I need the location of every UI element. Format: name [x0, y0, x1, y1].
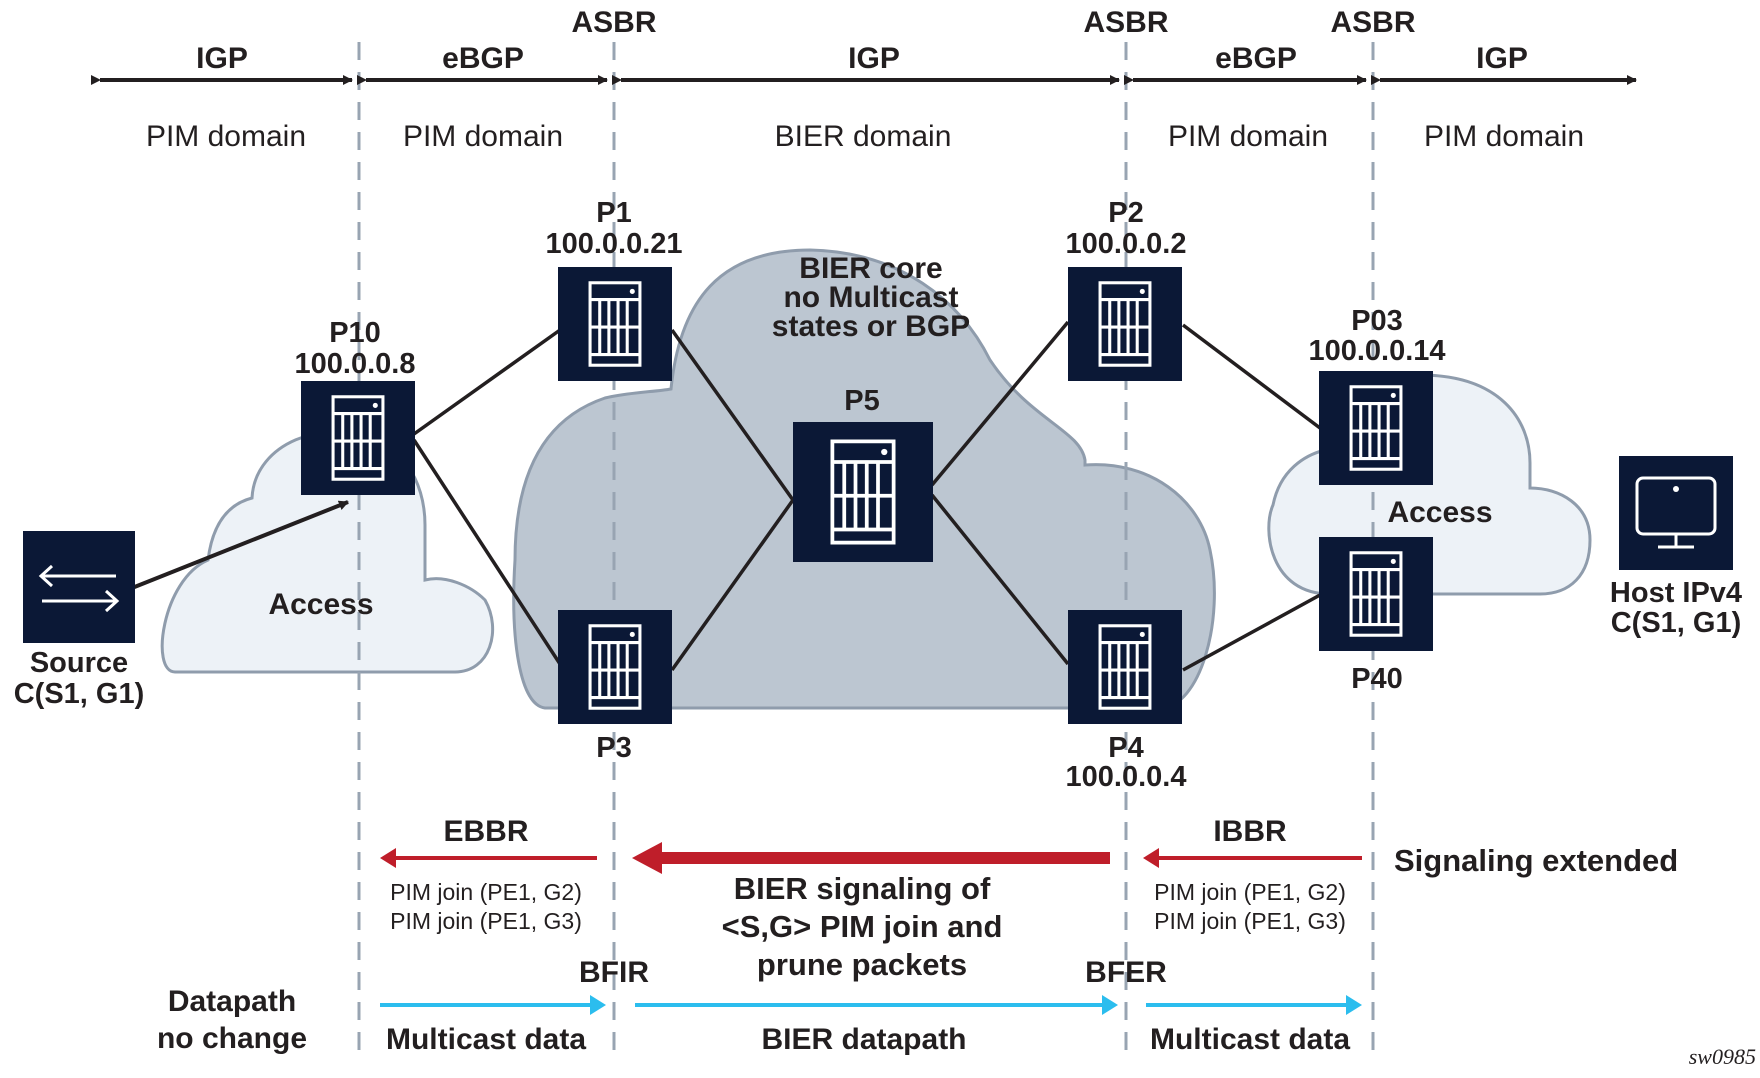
ebbr-join-2: PIM join (PE1, G3) [390, 908, 582, 934]
protocol-label-4: eBGP [1215, 42, 1297, 75]
datapath-note-line-1: Datapath [168, 985, 296, 1018]
access-label-left: Access [268, 588, 373, 621]
host-name: Host IPv4 [1610, 577, 1742, 609]
p5-name: P5 [844, 385, 879, 417]
ibbr-join-2: PIM join (PE1, G3) [1154, 908, 1346, 934]
link-p10-p3 [412, 439, 562, 665]
router-icon [1319, 537, 1433, 651]
node-p10[interactable] [301, 381, 415, 495]
bier-core-line-1: BIER core [799, 252, 942, 285]
p03-ip: 100.0.0.14 [1308, 335, 1445, 367]
multicast-data-label-right: Multicast data [1150, 1023, 1350, 1056]
node-p4[interactable] [1068, 610, 1182, 724]
links [412, 320, 1322, 672]
bier-signal-line-2: <S,G> PIM join and [722, 909, 1003, 944]
asbr-label-1: ASBR [571, 6, 656, 39]
protocol-label-5: IGP [1476, 42, 1528, 75]
multicast-data-label-left: Multicast data [386, 1023, 586, 1056]
p2-ip: 100.0.0.2 [1066, 228, 1187, 260]
node-host[interactable] [1619, 456, 1733, 570]
node-p40[interactable] [1319, 537, 1433, 651]
asbr-dividers [357, 42, 1375, 1050]
p10-name: P10 [329, 317, 381, 349]
asbr-label-2: ASBR [1083, 6, 1168, 39]
router-icon [1068, 610, 1182, 724]
node-p5[interactable] [793, 422, 933, 562]
p1-ip: 100.0.0.21 [545, 228, 682, 260]
ebbr-join-1: PIM join (PE1, G2) [390, 879, 582, 905]
domain-label-5: PIM domain [1424, 120, 1584, 153]
ebbr-label: EBBR [443, 815, 528, 848]
monitor-icon [1635, 476, 1717, 549]
link-p3-p5 [670, 498, 795, 672]
router-icon [793, 422, 933, 562]
bfer-label: BFER [1085, 956, 1167, 989]
link-p4-p40 [1182, 593, 1321, 672]
ibbr-label: IBBR [1213, 815, 1287, 848]
source-to-p10-arrow [131, 500, 349, 590]
bier-core-line-3: states or BGP [772, 310, 970, 343]
bfir-label: BFIR [579, 956, 649, 989]
protocol-label-3: IGP [848, 42, 900, 75]
datapath-note-line-2: no change [157, 1022, 307, 1055]
p03-name: P03 [1351, 305, 1403, 337]
p2-name: P2 [1108, 197, 1143, 229]
p4-name: P4 [1108, 732, 1143, 764]
datapath-arrows [380, 995, 1362, 1015]
ibbr-join-1: PIM join (PE1, G2) [1154, 879, 1346, 905]
bier-signal-line-1: BIER signaling of [734, 871, 991, 906]
bier-datapath-label: BIER datapath [761, 1023, 966, 1056]
node-p03[interactable] [1319, 371, 1433, 485]
domain-label-4: PIM domain [1168, 120, 1328, 153]
host-flow: C(S1, G1) [1611, 607, 1742, 639]
link-p2-p03 [1181, 323, 1322, 430]
router-icon [1319, 371, 1433, 485]
link-p5-p4 [930, 493, 1070, 666]
router-icon [301, 381, 415, 495]
bier-signal-line-3: prune packets [757, 947, 967, 982]
router-icon [1068, 267, 1182, 381]
protocol-label-2: eBGP [442, 42, 524, 75]
link-p10-p1 [412, 328, 562, 436]
p4-ip: 100.0.0.4 [1066, 761, 1187, 793]
asbr-label-3: ASBR [1330, 6, 1415, 39]
link-p5-p2 [930, 320, 1070, 487]
p40-name: P40 [1351, 663, 1403, 695]
signaling-extended-label: Signaling extended [1394, 843, 1678, 878]
p1-name: P1 [596, 197, 631, 229]
domain-label-3: BIER domain [775, 120, 952, 153]
node-p2[interactable] [1068, 267, 1182, 381]
link-p1-p5 [670, 328, 795, 502]
bier-core-line-2: no Multicast [783, 281, 958, 314]
domain-label-1: PIM domain [146, 120, 306, 153]
node-source[interactable] [23, 531, 135, 643]
router-icon [558, 267, 672, 381]
p3-name: P3 [596, 732, 631, 764]
switch-arrows-icon [38, 564, 120, 613]
source-name: Source [30, 647, 128, 679]
access-label-right: Access [1387, 496, 1492, 529]
domain-label-2: PIM domain [403, 120, 563, 153]
source-flow: C(S1, G1) [14, 678, 145, 710]
figure-id-watermark: sw0985 [1689, 1044, 1756, 1069]
router-icon [558, 610, 672, 724]
node-p1[interactable] [558, 267, 672, 381]
protocol-label-1: IGP [196, 42, 248, 75]
p10-ip: 100.0.0.8 [295, 348, 416, 380]
node-p3[interactable] [558, 610, 672, 724]
signaling-arrows [380, 842, 1362, 874]
